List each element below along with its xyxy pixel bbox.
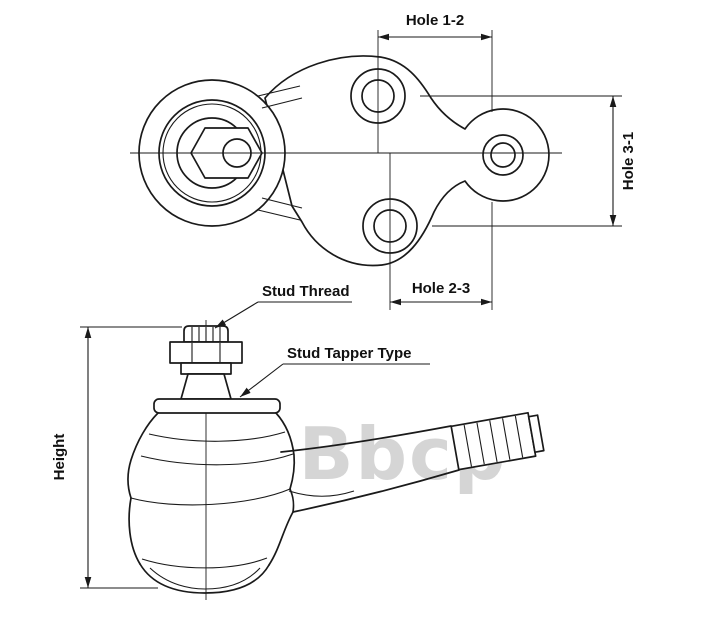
stud-nut-facets [191,343,221,362]
arm-thread-end [450,411,545,471]
callout-stud-tapper-type: Stud Tapper Type [239,345,430,398]
callout-stud-thread: Stud Thread [214,283,352,329]
stud-washer [180,362,232,375]
boot-housing-junction [130,488,291,506]
stud-thread-hatch [191,327,221,342]
housing-left-edge [128,497,141,565]
label-stud-tapper-type: Stud Tapper Type [287,345,411,362]
dimension-label-height: Height [51,434,68,481]
boot-left-edge [127,412,159,499]
housing-right-edge [268,488,295,566]
arm-top-edge [280,425,452,453]
housing-bottom-rim-line [141,557,268,569]
dimension-height: Height [51,326,182,589]
arm-junction-line [288,490,355,497]
dimension-label-hole-2-3: Hole 2-3 [412,280,470,297]
arm-end-cap [527,414,545,454]
side-view [127,320,545,600]
flange-outline [264,55,550,267]
dimension-hole-3-1: Hole 3-1 [420,95,637,227]
top-view [130,30,562,310]
arm-bottom-edge [292,469,460,513]
leader-stud-tapper [239,363,284,398]
boot-ridge-2 [140,453,294,466]
stud-taper [180,373,232,400]
ball-hole-inner [490,142,516,168]
top-view-dimensions: Hole 1-2 Hole 3-1 Hole 2-3 [378,12,637,306]
stud-nut [169,341,243,364]
housing-bottom-rim-inner [149,567,261,590]
housing-bottom [139,563,270,594]
dimension-label-hole-3-1: Hole 3-1 [620,132,637,190]
clamp-line-bottom [257,197,303,221]
arm-thread-hatch [463,415,524,467]
leader-stud-thread [214,301,259,329]
boot-right-edge [275,412,296,490]
boot-cap [153,398,281,414]
clamp-line-top [257,85,303,109]
dimension-hole-1-2: Hole 1-2 [378,12,492,41]
dimension-hole-2-3: Hole 2-3 [390,280,492,306]
dimension-label-hole-1-2: Hole 1-2 [406,12,464,29]
boot-ridge-1 [148,431,286,442]
side-view-annotations: Stud Thread Stud Tapper Type Height [51,283,430,589]
label-stud-thread: Stud Thread [262,283,350,300]
